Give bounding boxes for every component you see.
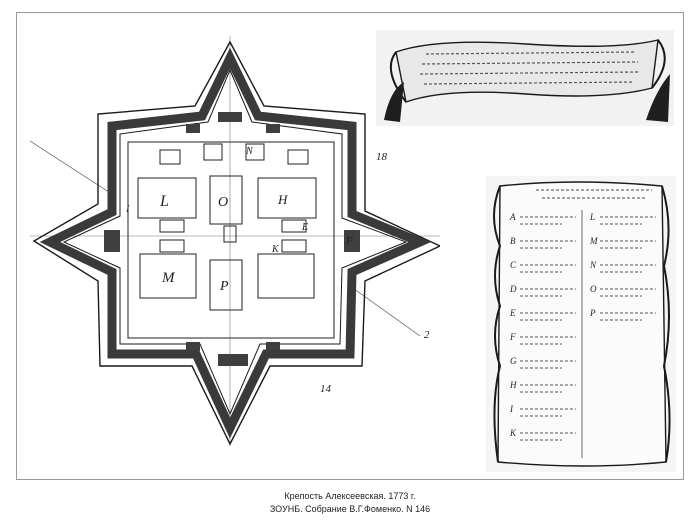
building-blocks [137, 143, 317, 311]
gate-label-k: K [271, 244, 280, 255]
gate-label-f: F [345, 235, 353, 247]
legend-letter-n: N [589, 260, 597, 270]
gate-label-e: E [301, 222, 308, 233]
legend-letter-o: O [590, 284, 597, 294]
number-label-2: 2 [424, 329, 430, 341]
block-label-p: P [219, 279, 229, 294]
gate-structures [104, 112, 360, 366]
caption: Крепость Алексеевская. 1773 г. ЗОУНБ. Со… [0, 490, 700, 516]
legend-scroll: A B C D E F G H I K L M N O P [486, 176, 676, 472]
legend-scroll-drawing: A B C D E F G H I K L M N O P [486, 176, 676, 472]
gate-label-n: N [245, 146, 254, 157]
legend-letter-c: C [510, 260, 517, 270]
legend-letter-i: I [509, 404, 514, 414]
scroll-banner-drawing [376, 30, 674, 126]
legend-letter-d: D [509, 284, 517, 294]
block-label-m: M [161, 270, 176, 286]
number-label-14: 14 [320, 383, 332, 395]
block-label-h: H [277, 192, 288, 207]
scroll-banner [376, 30, 674, 126]
legend-letter-p: P [589, 308, 596, 318]
legend-letter-h: H [509, 380, 517, 390]
legend-letter-m: M [589, 236, 598, 246]
gate-label-i: I [125, 204, 130, 215]
block-label-o: O [218, 195, 228, 210]
caption-line-2: ЗОУНБ. Собрание В.Г.Фоменко. N 146 [269, 504, 431, 514]
legend-letter-k: K [509, 428, 517, 438]
rampart-inner [62, 68, 408, 416]
legend-letter-l: L [589, 212, 595, 222]
caption-line-1: Крепость Алексеевская. 1773 г. [284, 491, 416, 501]
number-label-18: 18 [376, 151, 388, 163]
outer-ditch [32, 40, 440, 446]
legend-letter-g: G [510, 356, 517, 366]
rampart [39, 47, 432, 439]
block-label-l: L [159, 193, 169, 210]
legend-letter-b: B [510, 236, 516, 246]
legend-letter-f: F [509, 332, 516, 342]
legend-letter-e: E [509, 308, 516, 318]
legend-letter-a: A [509, 212, 516, 222]
fortress-plan: L O H M P N K E F I 18 14 2 [20, 36, 440, 446]
inner-courtyard [127, 141, 335, 339]
fortress-plan-drawing: L O H M P N K E F I 18 14 2 [29, 36, 440, 446]
